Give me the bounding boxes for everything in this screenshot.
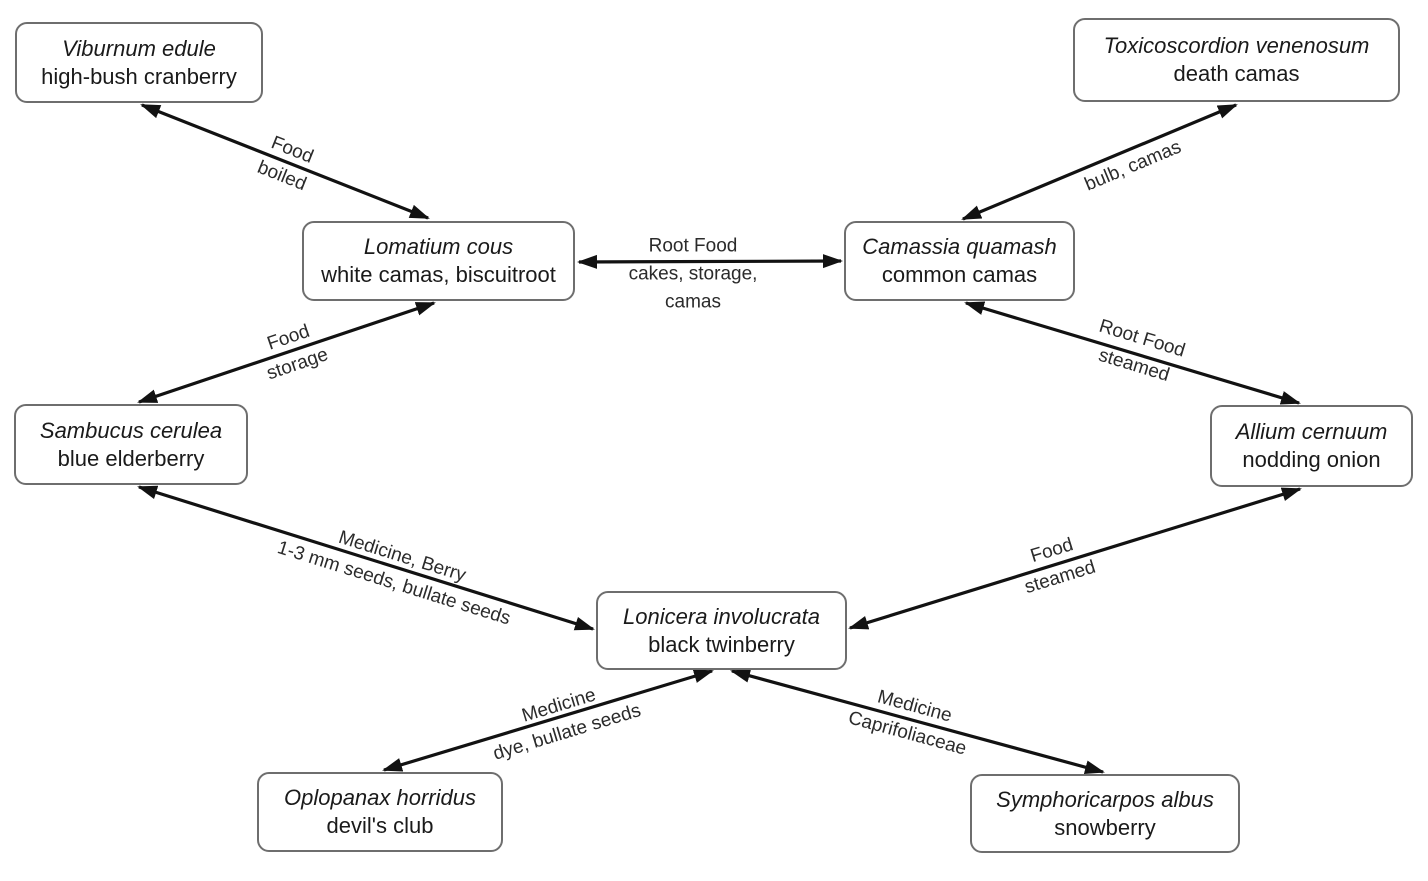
edge-camassia-toxicoscordion — [961, 103, 1238, 221]
node-latin-name: Lomatium cous — [363, 234, 514, 259]
edge-sambucus-lomatium — [137, 301, 436, 404]
node-common-name: white camas, biscuitroot — [321, 262, 556, 287]
edge-lomatium-viburnum — [140, 103, 430, 220]
edge-camassia-allium — [964, 301, 1301, 405]
node-latin-name: Toxicoscordion venenosum — [1103, 33, 1370, 58]
node-latin-name: Lonicera involucrata — [623, 603, 820, 629]
node-toxicoscordion-venenosum: Toxicoscordion venenosum death camas — [1073, 18, 1400, 102]
node-common-name: death camas — [1173, 61, 1300, 86]
node-common-name: devil's club — [326, 813, 434, 838]
node-latin-name: Allium cernuum — [1235, 419, 1388, 444]
node-symphoricarpos-albus: Symphoricarpos albus snowberry — [970, 774, 1240, 853]
edge-label-line: camas — [665, 291, 721, 313]
node-lomatium-cous: Lomatium cous white camas, biscuitroot — [302, 221, 575, 301]
node-latin-name: Viburnum edule — [62, 35, 216, 61]
node-latin-name: Oplopanax horridus — [283, 785, 476, 810]
edge-allium-lonicera — [848, 487, 1302, 630]
edge-lonicera-symphoricarpos — [730, 668, 1105, 775]
node-sambucus-cerulea: Sambucus cerulea blue elderberry — [14, 404, 248, 485]
edge-sambucus-lonicera — [137, 485, 595, 631]
edge-label-line: Root Food — [648, 235, 738, 257]
node-common-name: black twinberry — [648, 631, 795, 657]
edge-lonicera-oplopanax — [382, 669, 714, 772]
node-common-name: nodding onion — [1242, 447, 1381, 472]
node-common-name: high-bush cranberry — [41, 63, 237, 89]
node-camassia-quamash: Camassia quamash common camas — [844, 221, 1075, 301]
node-latin-name: Sambucus cerulea — [39, 417, 223, 443]
node-common-name: common camas — [881, 262, 1038, 287]
node-common-name: blue elderberry — [57, 445, 205, 471]
node-latin-name: Symphoricarpos albus — [996, 786, 1214, 812]
node-common-name: snowberry — [1054, 814, 1156, 840]
node-viburnum-edule: Viburnum edule high-bush cranberry — [15, 22, 263, 103]
node-latin-name: Camassia quamash — [862, 234, 1057, 259]
node-lonicera-involucrata: Lonicera involucrata black twinberry — [596, 591, 847, 670]
edge-label-lomatium-camassia: Root Food cakes, storage, camas — [629, 236, 758, 313]
node-allium-cernuum: Allium cernuum nodding onion — [1210, 405, 1413, 487]
node-oplopanax-horridus: Oplopanax horridus devil's club — [257, 772, 503, 852]
edge-label-line: cakes, storage, — [628, 263, 758, 285]
edge-lomatium-camassia — [577, 254, 843, 269]
